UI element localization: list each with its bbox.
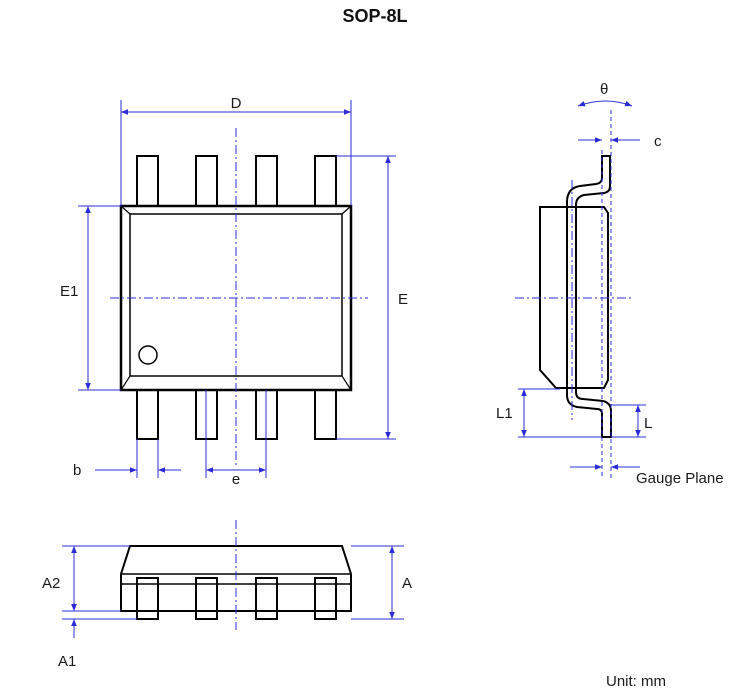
dim-label-l: L: [644, 415, 652, 432]
front-lead-4: [314, 577, 337, 620]
bottom-lead-4: [314, 389, 337, 440]
pin1-marker: [138, 345, 158, 365]
dim-label-theta: θ: [600, 81, 608, 98]
top-view: D E E1 b e: [60, 95, 408, 488]
dim-label-d: D: [231, 95, 242, 112]
top-lead-3: [255, 155, 278, 207]
front-view: A A2 A1: [42, 520, 412, 670]
dim-label-e-overall: E: [398, 291, 408, 308]
dim-label-b: b: [73, 462, 81, 479]
front-lead-1: [136, 577, 159, 620]
side-lead: [566, 155, 612, 438]
top-lead-2: [195, 155, 218, 207]
dim-label-l1: L1: [496, 405, 513, 422]
front-lead-2: [195, 577, 218, 620]
top-lead-4: [314, 155, 337, 207]
dim-label-a1: A1: [58, 653, 76, 670]
gauge-plane-label: Gauge Plane: [636, 470, 724, 487]
dim-label-a: A: [402, 575, 412, 592]
dim-label-a2: A2: [42, 575, 60, 592]
dim-label-e1: E1: [60, 283, 78, 300]
dim-label-c: c: [654, 133, 662, 150]
dim-label-e-pitch: e: [232, 471, 240, 488]
side-view: θ c L L1 Gauge Plane: [496, 81, 724, 487]
package-title: SOP-8L: [342, 6, 407, 26]
side-body: [539, 206, 609, 389]
top-lead-1: [136, 155, 159, 207]
unit-note: Unit: mm: [606, 673, 666, 690]
bottom-lead-1: [136, 389, 159, 440]
front-lead-3: [255, 577, 278, 620]
